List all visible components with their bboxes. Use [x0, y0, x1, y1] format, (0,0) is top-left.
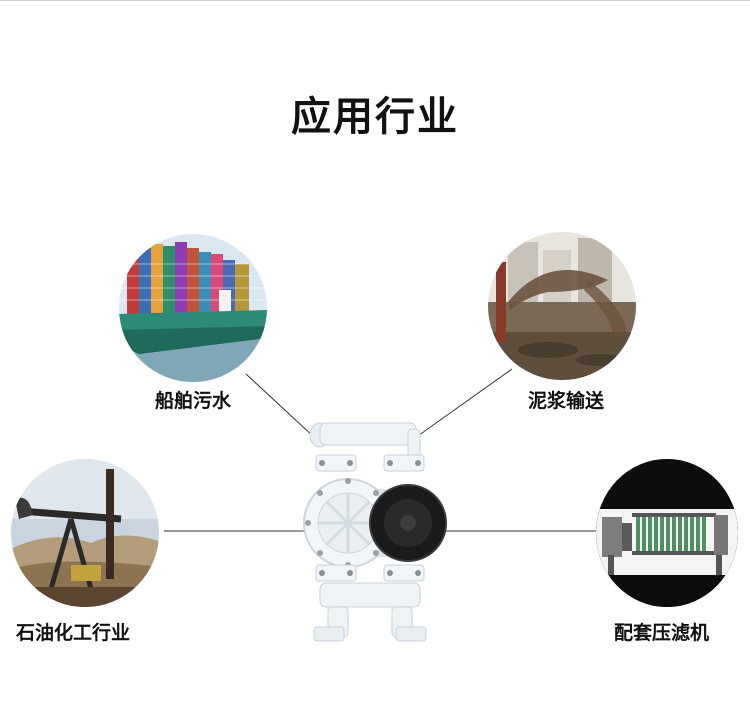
industry-label-oil: 石油化工行业 — [16, 622, 131, 644]
container-ship-image — [119, 234, 267, 382]
mud-slurry-image — [488, 232, 636, 380]
top-divider — [0, 0, 750, 1]
industry-label-mud: 泥浆输送 — [528, 390, 605, 412]
filter-press-image — [596, 459, 738, 607]
diaphragm-pump-image — [300, 415, 450, 647]
industry-label-ship: 船舶污水 — [155, 390, 232, 412]
industry-label-filter: 配套压滤机 — [614, 622, 710, 644]
connector-ship — [245, 373, 316, 439]
oil-pumpjack-image — [11, 459, 159, 607]
page-title: 应用行业 — [291, 94, 459, 140]
connector-mud — [414, 368, 513, 439]
